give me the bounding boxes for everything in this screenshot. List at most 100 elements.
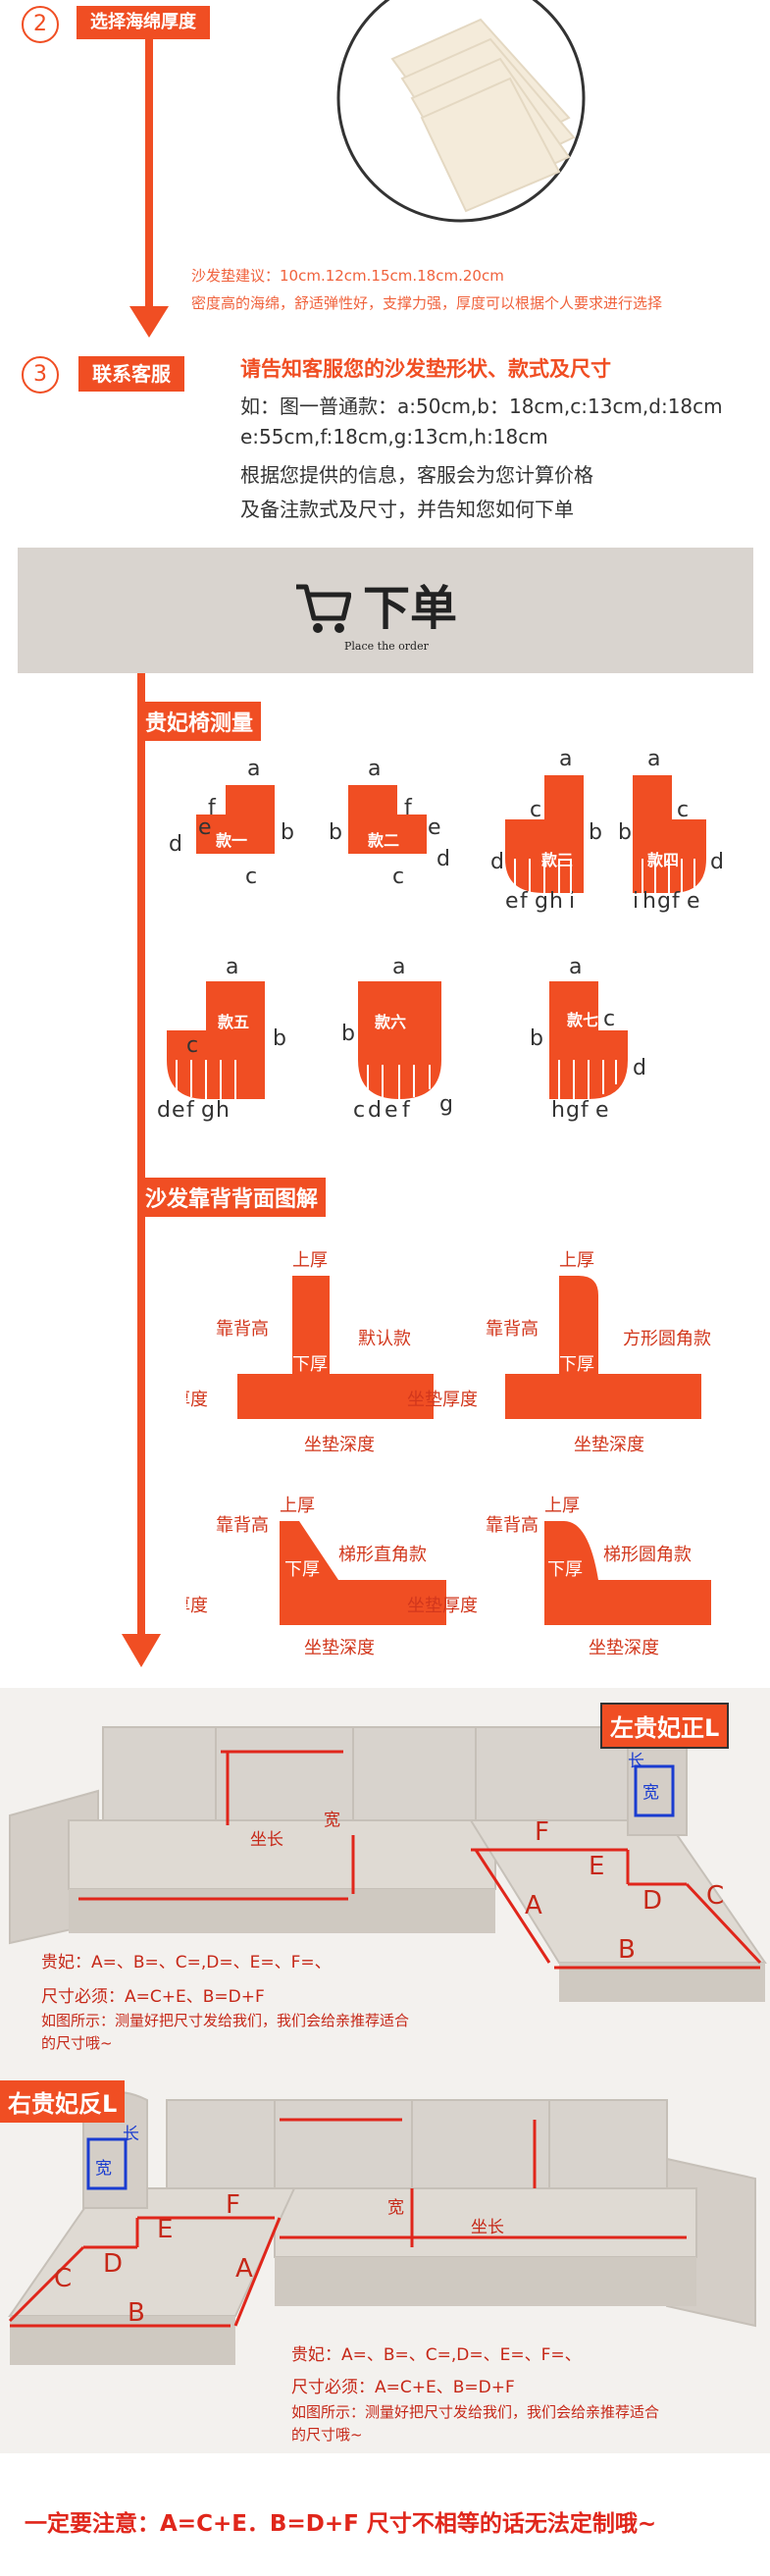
tip: 的尺寸哦~ [41,2034,113,2052]
backrest-diagrams: 上厚 靠背高 下厚 默认款 坐垫厚度 坐垫深度 上厚 靠背高 下厚 方形圆角款 … [186,1250,711,1658]
formula: 贵妃：A=、B=、C=,D=、E=、F=、 [41,1953,332,1972]
section-title: 沙发靠背背面图解 [137,1178,327,1217]
step-number: 3 [22,356,59,394]
footer-note: 一定要注意：A=C+E．B=D+F 尺寸不相等的话无法定制哦~ [25,2511,657,2537]
label-e: e [595,1098,609,1123]
label-top: 上厚 [292,1250,328,1271]
label-seat-thickness: 坐垫厚度 [186,1390,208,1410]
label-d: d [157,1098,171,1123]
label-top: 上厚 [559,1250,594,1271]
label-style: 梯形直角款 [338,1545,427,1565]
style-label: 款四 [647,851,679,869]
label-c: c [603,1007,615,1031]
label-d: d [710,850,724,874]
label-C: C [706,1881,724,1911]
label-b: b [329,820,342,845]
contact-info-2: 及备注款式及尺寸，并告知您如何下单 [240,498,574,521]
style-label: 款六 [375,1013,406,1031]
label-A: A [235,2254,253,2284]
label-bottom: 下厚 [284,1559,320,1580]
label-width: 宽 [642,1783,659,1803]
label-C: C [54,2264,72,2293]
required: 尺寸必须：A=C+E、B=D+F [291,2378,515,2397]
label-e: e [172,1098,185,1123]
label-B: B [618,1935,636,1965]
label-h: h [642,889,656,914]
label-back-height: 靠背高 [486,1515,539,1536]
label-d: d [633,1056,646,1080]
label-a: a [559,747,572,771]
label-c: c [353,1098,365,1123]
label-seat-depth: 坐垫深度 [589,1638,659,1658]
label-a: a [647,747,660,771]
style-label: 款七 [567,1011,598,1029]
label-b: b [281,820,294,845]
arrow-down-icon [129,306,169,338]
tip: 的尺寸哦~ [291,2426,363,2444]
order-banner: 下单 Place the order [18,548,753,673]
label-f: f [404,796,413,820]
main-connector-line [137,673,145,1655]
label-b: b [273,1026,286,1051]
label-e: e [505,889,519,914]
label-top: 上厚 [280,1496,315,1516]
label-B: B [128,2298,145,2328]
label-f: f [520,889,529,914]
label-e: e [428,815,441,840]
required: 尺寸必须：A=C+E、B=D+F [41,1987,265,2007]
label-f: f [186,1098,195,1123]
label-b: b [530,1026,543,1051]
label-f: f [402,1098,411,1123]
label-seat-thickness: 坐垫厚度 [407,1596,478,1616]
tip: 如图所示：测量好把尺寸发给我们，我们会给亲推荐适合 [41,2012,410,2029]
label-f: f [672,889,681,914]
label-b: b [341,1022,355,1046]
label-bottom: 下厚 [292,1354,328,1375]
label-back-height: 靠背高 [216,1319,269,1340]
label-g: g [566,1098,580,1123]
label-a: a [247,757,260,781]
label-c: c [186,1033,198,1058]
tip: 如图所示：测量好把尺寸发给我们，我们会给亲推荐适合 [291,2403,660,2421]
label-c: c [245,865,257,889]
sofa-tag: 右贵妃反L [0,2080,126,2123]
label-i: i [569,889,575,914]
label-h: h [551,1098,565,1123]
label-seat-thickness: 坐垫厚度 [186,1596,208,1616]
label-d: d [169,832,182,857]
label-d: d [368,1098,382,1123]
label-seat-length: 坐长 [250,1830,283,1850]
label-h: h [549,889,563,914]
step-connector-line [145,39,153,319]
label-e: e [198,815,212,840]
label-length: 长 [123,2125,139,2144]
label-seat-depth: 坐垫深度 [304,1435,375,1455]
label-b: b [589,820,602,845]
label-A: A [525,1891,542,1920]
section-title: 贵妃椅测量 [137,702,262,741]
sofa-tag: 左贵妃正L [600,1703,730,1749]
label-style: 梯形圆角款 [603,1545,692,1565]
label-D: D [642,1886,662,1916]
label-a: a [368,757,381,781]
label-bottom: 下厚 [559,1354,594,1375]
label-bottom: 下厚 [547,1559,583,1580]
contact-example-1: 如：图一普通款：a:50cm,b：18cm,c:13cm,d:18cm [240,394,723,418]
label-top: 上厚 [544,1496,580,1516]
label-a: a [226,955,238,979]
label-i: i [633,889,639,914]
label-c: c [392,865,404,889]
label-back-height: 靠背高 [486,1319,539,1340]
chaise-diagrams: a f b e d c 款一 a b f e d c 款二 a c b d e … [157,747,724,1123]
label-F: F [535,1817,549,1847]
label-width: 宽 [95,2159,112,2179]
label-seat-depth: 坐垫深度 [574,1435,644,1455]
foam-description: 密度高的海绵，舒适弹性好，支撑力强，厚度可以根据个人要求进行选择 [191,294,663,312]
label-seat-depth: 坐垫深度 [304,1638,375,1658]
label-c: c [677,798,689,822]
label-g: g [201,1098,215,1123]
label-f: f [208,796,217,820]
label-length: 长 [628,1752,644,1771]
right-sofa-diagram: 长 宽 坐长 宽 A B C D E F [0,2080,770,2453]
label-E: E [157,2215,173,2244]
